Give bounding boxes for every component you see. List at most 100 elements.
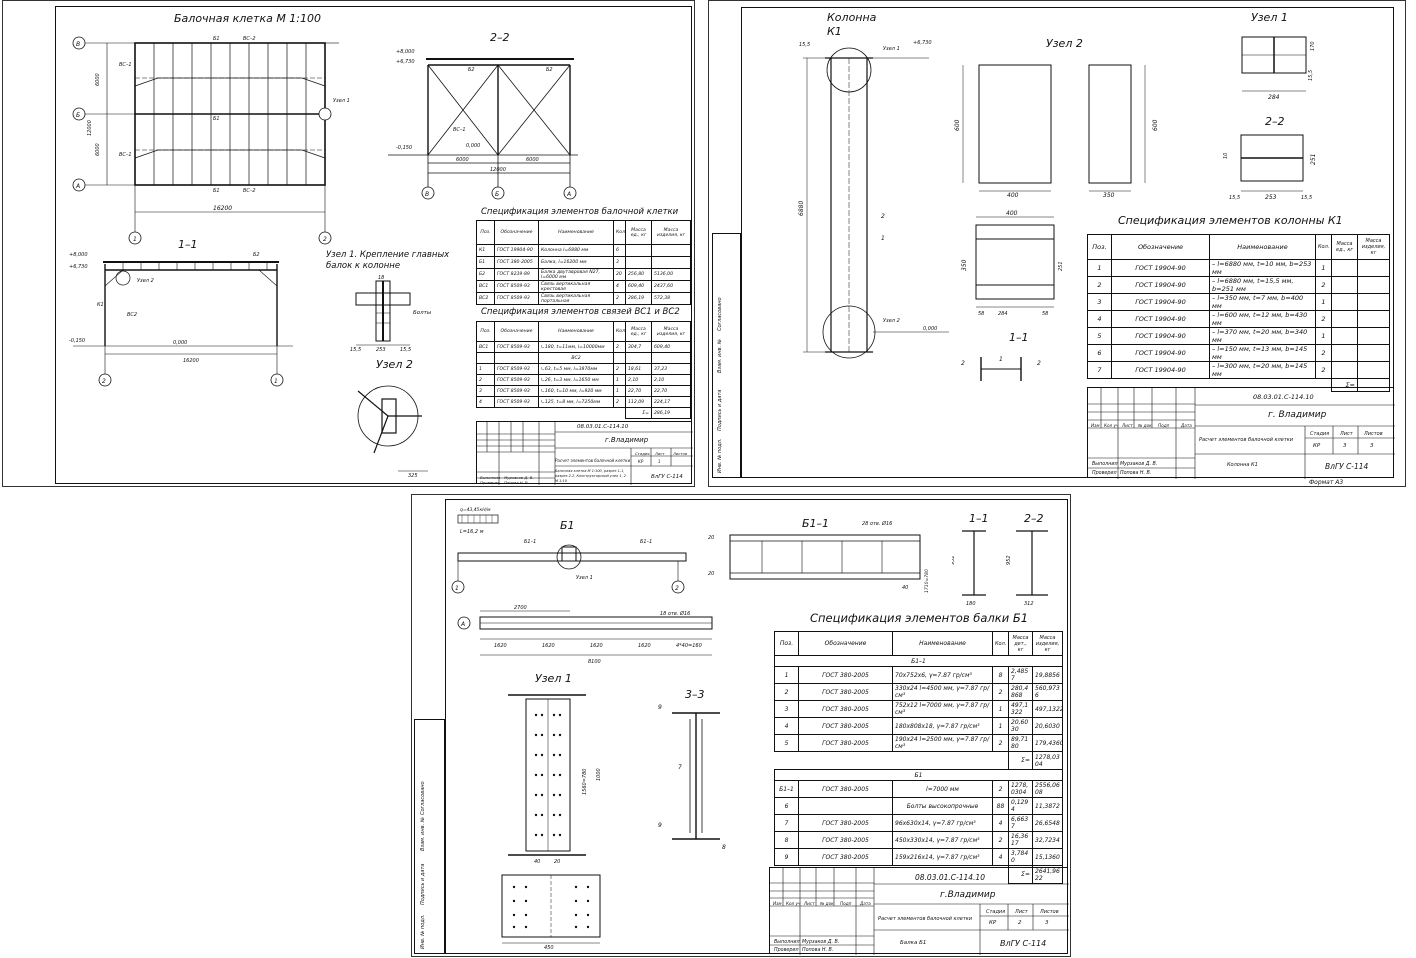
spec2-title: Спецификация элементов связей ВС1 и ВС2 [481,307,680,317]
svg-text:350: 350 [1103,192,1115,199]
drawing-sheet-2: Инв. № подл. Подпись и дата Взам. инв. №… [708,0,1406,487]
svg-text:600: 600 [1152,119,1159,131]
svg-text:1: 1 [274,378,278,385]
svg-text:Б2: Б2 [468,67,475,73]
svg-text:1: 1 [881,235,885,242]
b1-section33-drawing: 99 78 [658,704,726,851]
svg-text:2: 2 [961,360,965,367]
svg-text:16200: 16200 [213,205,232,212]
svg-text:253: 253 [1265,194,1277,201]
svg-text:15,5: 15,5 [350,347,361,353]
svg-text:325: 325 [408,473,418,479]
svg-text:+8,000: +8,000 [69,252,88,258]
svg-text:20: 20 [554,859,560,865]
svg-text:7: 7 [678,764,682,771]
svg-text:ВС–2: ВС–2 [243,36,256,42]
svg-text:1620: 1620 [590,643,603,649]
svg-text:600: 600 [954,119,961,131]
svg-text:400: 400 [1006,210,1018,217]
svg-text:2: 2 [323,236,327,243]
svg-text:А: А [460,621,465,628]
svg-text:ВС–1: ВС–1 [119,62,132,68]
format-label: Формат А3 [1309,479,1344,486]
sheet-1-frame [55,6,692,484]
section-11-title: 1–1 [178,238,198,251]
title-block-1: 08.03.01.С-114.10 г.Владимир Расчет элем… [476,421,693,485]
svg-text:12000: 12000 [87,120,93,136]
svg-text:15,5: 15,5 [1229,195,1240,201]
svg-text:28 отв. Ø16: 28 отв. Ø16 [862,520,892,527]
svg-text:+6,730: +6,730 [396,59,415,65]
svg-text:4*40=160: 4*40=160 [676,643,702,649]
svg-text:1620: 1620 [494,643,507,649]
column-title: Колонна К1 [827,11,877,38]
sheet-2-frame [741,7,1394,478]
k1-section11-drawing: 212 [961,356,1041,381]
svg-text:Узел 1: Узел 1 [576,575,593,581]
svg-text:2: 2 [675,585,679,592]
svg-text:6880: 6880 [798,201,805,216]
svg-text:400: 400 [1007,192,1019,199]
svg-text:А: А [566,191,571,198]
svg-text:15,5: 15,5 [799,42,810,48]
svg-text:Узел 2: Узел 2 [137,278,154,284]
svg-text:350: 350 [961,259,968,271]
svg-text:Б1: Б1 [213,188,220,194]
svg-text:+6,730: +6,730 [913,40,932,46]
svg-text:0,000: 0,000 [466,143,480,149]
svg-text:1000: 1000 [596,768,602,781]
svg-text:Б2: Б2 [253,252,260,258]
svg-text:952: 952 [952,555,956,565]
svg-text:6000: 6000 [456,157,469,163]
svg-text:2700: 2700 [514,605,527,611]
svg-text:18 отв. Ø16: 18 отв. Ø16 [660,610,690,617]
svg-text:ВС–2: ВС–2 [243,188,256,194]
svg-text:Б2: Б2 [546,67,553,73]
svg-text:1560=780: 1560=780 [582,769,588,795]
k1-uzel2-drawing: 600 400 350 600 [954,64,1159,199]
svg-text:8100: 8100 [588,659,601,665]
svg-text:Узел 1: Узел 1 [883,46,900,52]
svg-text:20: 20 [708,535,714,541]
svg-text:15,5: 15,5 [400,347,411,353]
svg-text:58: 58 [978,311,984,317]
svg-text:К1: К1 [97,302,104,308]
svg-text:Б1: Б1 [213,36,220,42]
svg-text:ВС–1: ВС–1 [119,152,132,158]
svg-text:253: 253 [376,347,386,353]
uzel1-title: Узел 1. Крепление главных балок к колонн… [326,250,450,271]
b1-uzel1-title: Узел 1 [535,672,572,685]
axis-V-label: В [76,41,80,48]
uzel1-bolts-label: Болты [413,310,432,316]
svg-text:1: 1 [999,356,1003,363]
svg-text:-0,150: -0,150 [396,145,412,151]
svg-text:15,5: 15,5 [1301,195,1312,201]
table-row: ВС2 [476,352,691,364]
